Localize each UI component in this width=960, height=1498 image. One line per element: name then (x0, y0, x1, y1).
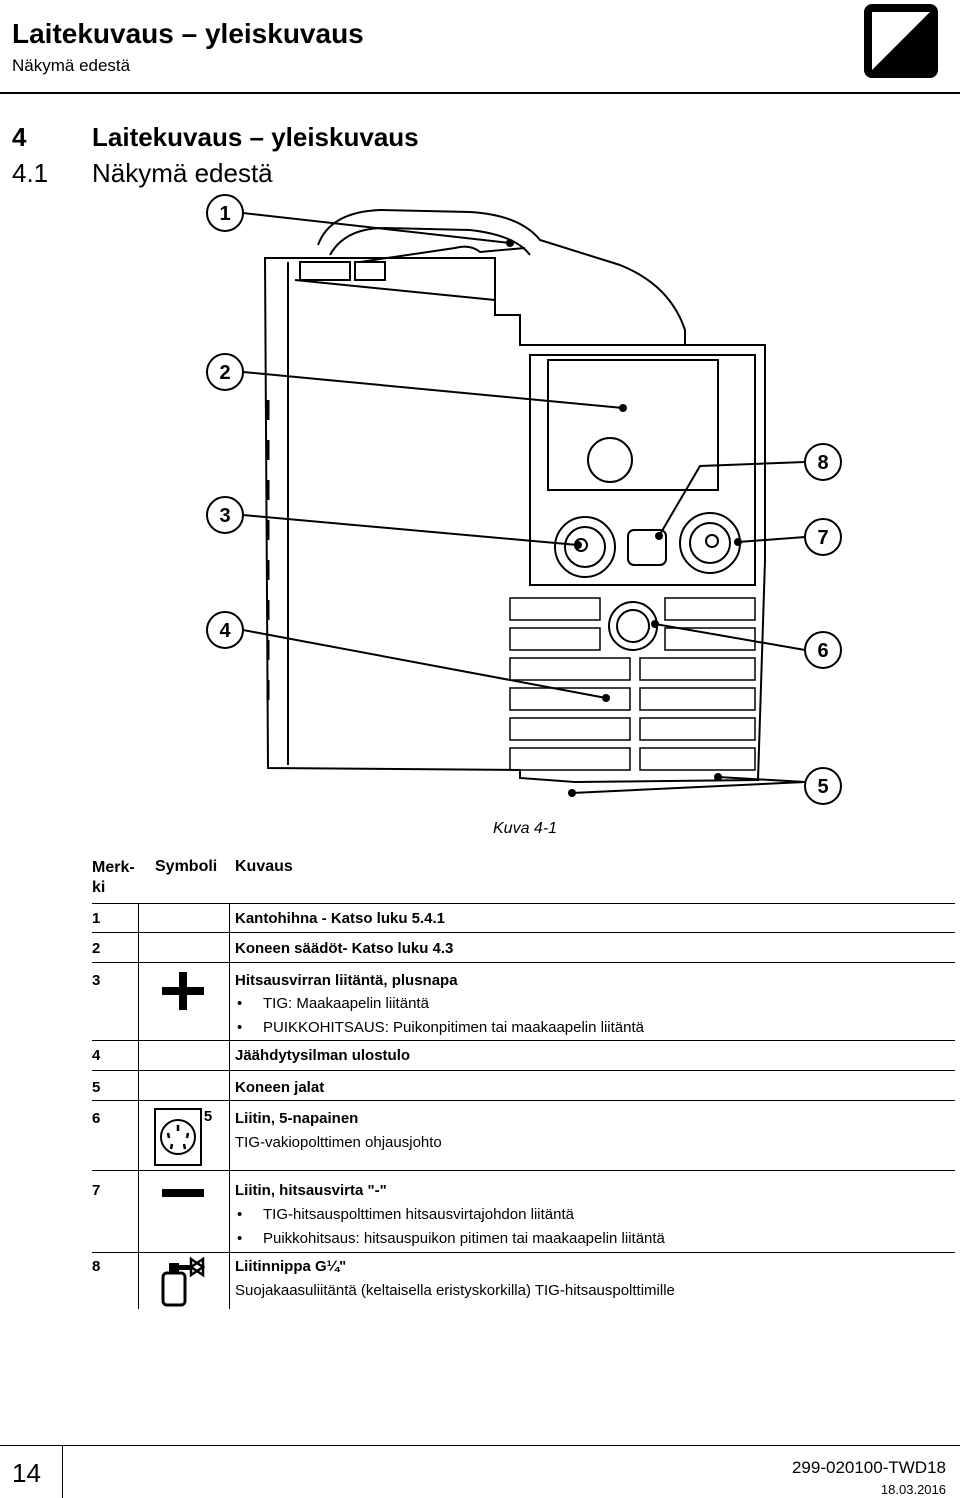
header-divider (0, 92, 960, 94)
header-mark: Merk- ki (92, 859, 135, 896)
gas-cylinder-icon (161, 1256, 206, 1307)
document-date: 18.03.2016 (880, 1482, 946, 1497)
footer-column-rule (62, 1445, 63, 1498)
callout-1: 1 (219, 203, 230, 225)
table-rule (92, 1252, 955, 1253)
callout-8: 8 (817, 452, 828, 474)
section-title: Laitekuvaus – yleiskuvaus (92, 122, 419, 152)
row-mark: 8 (92, 1258, 101, 1275)
table-rule (92, 1170, 955, 1171)
row-subtitle: Suojakaasuliitäntä (keltaisella eristysk… (235, 1282, 675, 1299)
row-title: Liitin, 5-napainen (235, 1110, 359, 1127)
table-column-rule (138, 904, 139, 1309)
figure-caption: Kuva 4-1 (493, 820, 558, 837)
minus-symbol-icon (162, 1189, 204, 1197)
row-title: Liitinnippa G¼" (235, 1258, 347, 1275)
subsection-title: Näkymä edestä (92, 158, 273, 188)
page-number: 14 (12, 1458, 41, 1488)
subsection-number: 4.1 (12, 158, 49, 188)
callout-6: 6 (817, 640, 828, 662)
row-mark: 2 (92, 940, 101, 957)
row-title: Koneen jalat (235, 1079, 325, 1096)
machine-front-view-figure: 1 2 3 4 5 6 7 8 (206, 194, 842, 805)
header-symbol: Symboli (155, 858, 218, 875)
callout-2: 2 (219, 362, 230, 384)
document-number: 299-020100-TWD18 (791, 1458, 946, 1477)
row-title: Hitsausvirran liitäntä, plusnapa (235, 972, 458, 989)
row-mark: 3 (92, 972, 101, 989)
table-column-rule (229, 904, 230, 1309)
row-mark: 1 (92, 910, 101, 927)
header-title: Laitekuvaus – yleiskuvaus (12, 18, 364, 49)
row-title: Kantohihna - Katso luku 5.4.1 (235, 910, 446, 927)
section-number: 4 (12, 122, 27, 152)
callout-3: 3 (219, 505, 230, 527)
row-mark: 7 (92, 1182, 101, 1199)
row-title: Liitin, hitsausvirta "-" (235, 1182, 387, 1199)
row-title: Koneen säädöt- Katso luku 4.3 (235, 940, 454, 957)
row-mark: 5 (92, 1079, 101, 1096)
table-rule (92, 962, 955, 963)
brand-logo (864, 4, 938, 78)
row-subtitle: TIG-vakiopolttimen ohjausjohto (235, 1134, 442, 1151)
table-rule (92, 1100, 955, 1101)
callout-5: 5 (817, 776, 828, 798)
socket-pin-count: 5 (204, 1108, 212, 1125)
five-pin-socket-icon: 5 (154, 1108, 212, 1166)
table-rule (92, 903, 955, 904)
row-mark: 6 (92, 1110, 101, 1127)
row-title: Jäähdytysilman ulostulo (235, 1047, 411, 1064)
row-mark: 4 (92, 1047, 101, 1064)
footer-divider (0, 1445, 960, 1446)
callout-4: 4 (219, 620, 231, 642)
header-description: Kuvaus (235, 858, 293, 875)
table-rule (92, 932, 955, 933)
table-rule (92, 1040, 955, 1041)
table-rule (92, 1070, 955, 1071)
plus-symbol-icon (162, 972, 204, 1010)
callout-7: 7 (817, 527, 828, 549)
header-subtitle: Näkymä edestä (12, 56, 131, 75)
